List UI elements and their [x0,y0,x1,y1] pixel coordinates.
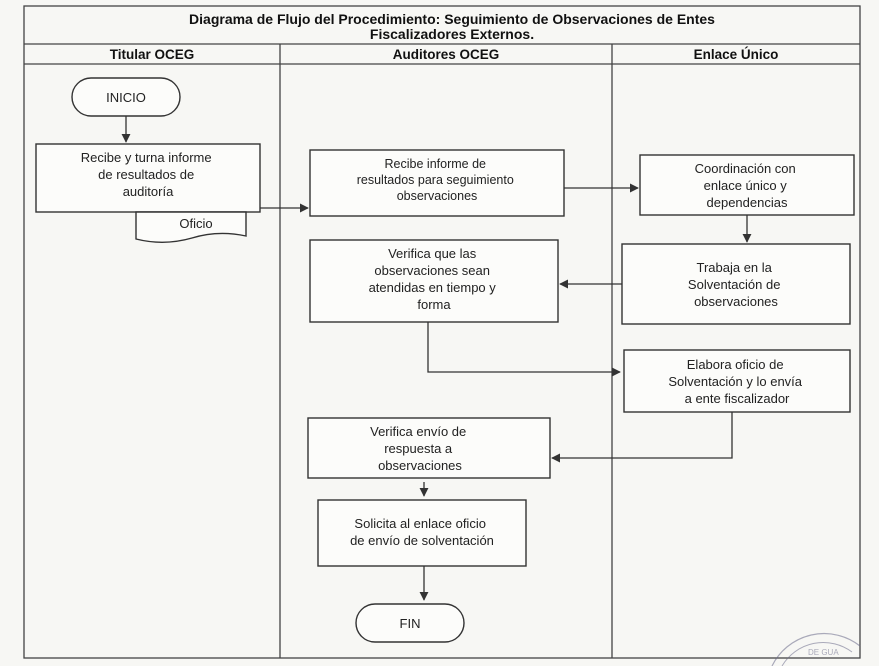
coordinacion-line1: Coordinación con [695,161,796,176]
process-recibe-informe-resultados: Recibe informe de resultados para seguim… [309,149,565,217]
process-elabora-oficio: Elabora oficio de Solventación y lo enví… [623,349,851,413]
document-oficio: Oficio [135,211,247,243]
end-label: FIN [400,616,421,631]
connector-elabora-to-verifica-envio [551,412,733,463]
lane-header-auditores: Auditores OCEG [393,47,500,62]
verifica-envio-line2: respuesta a [384,441,453,456]
process-solicita-enlace: Solicita al enlace oficio de envío de so… [317,499,527,567]
process-trabaja-solventacion: Trabaja en la Solventación de observacio… [621,243,851,325]
elabora-line2: Solventación y lo envía [668,374,802,389]
verifica-obs-line1: Verifica que las [388,246,477,261]
verifica-obs-line2: observaciones sean [374,263,490,278]
elabora-line1: Elabora oficio de [687,357,784,372]
start-terminator: INICIO [71,77,181,117]
swimlane-frame [23,5,861,659]
trabaja-line2: Solventación de [688,277,781,292]
seal-stamp: DE GUA [771,632,861,666]
svg-text:Verifica envío de respue: Verifica envío de respuesta a observacio… [370,424,470,473]
svg-text:Recibe y turna informe d: Recibe y turna informe de resultados de … [81,150,215,199]
svg-text:Verifica que las observa: Verifica que las observaciones sean aten… [369,246,500,312]
trabaja-line1: Trabaja en la [696,260,772,275]
coordinacion-line2: enlace único y [704,178,788,193]
start-label: INICIO [106,90,146,105]
process-verifica-observaciones: Verifica que las observaciones sean aten… [309,239,559,323]
svg-text:Trabaja en la Solventaci: Trabaja en la Solventación de observacio… [688,260,784,309]
solicita-line1: Solicita al enlace oficio [354,516,486,531]
trabaja-line3: observaciones [694,294,778,309]
diagram-title-line2: Fiscalizadores Externos. [370,26,534,42]
svg-text:Coordinación con enlace: Coordinación con enlace único y dependen… [695,161,800,210]
process-coordinacion: Coordinación con enlace único y dependen… [639,154,855,216]
connector-verifica-to-elabora [427,322,621,377]
verifica-envio-line3: observaciones [378,458,462,473]
verifica-obs-line3: atendidas en tiempo y [369,280,497,295]
solicita-line2: de envío de solventación [350,533,494,548]
lane-header-enlace: Enlace Único [694,47,779,62]
recibe-informe-line1: Recibe informe de [385,157,486,171]
recibe-turna-line2: de resultados de [98,167,194,182]
lane-header-titular: Titular OCEG [110,47,195,62]
elabora-line3: a ente fiscalizador [685,391,790,406]
oficio-label: Oficio [179,216,212,231]
verifica-envio-line1: Verifica envío de [370,424,466,439]
process-recibe-turna-informe: Recibe y turna informe de resultados de … [35,143,261,213]
svg-text:Recibe informe de result: Recibe informe de resultados para seguim… [357,157,518,203]
coordinacion-line3: dependencias [707,195,788,210]
svg-text:Solicita al enlace oficio: Solicita al enlace oficio de envío de so… [350,516,494,548]
seal-text: DE GUA [808,648,839,657]
end-terminator: FIN [355,603,465,643]
recibe-turna-line1: Recibe y turna informe [81,150,212,165]
recibe-informe-line2: resultados para seguimiento [357,173,514,187]
svg-text:Elabora oficio de Solven: Elabora oficio de Solventación y lo enví… [668,357,805,406]
process-verifica-envio: Verifica envío de respuesta a observacio… [307,417,551,479]
diagram-title-line1: Diagrama de Flujo del Procedimiento: Seg… [189,11,715,27]
verifica-obs-line4: forma [417,297,451,312]
recibe-turna-line3: auditoría [123,184,174,199]
recibe-informe-line3: observaciones [397,189,478,203]
